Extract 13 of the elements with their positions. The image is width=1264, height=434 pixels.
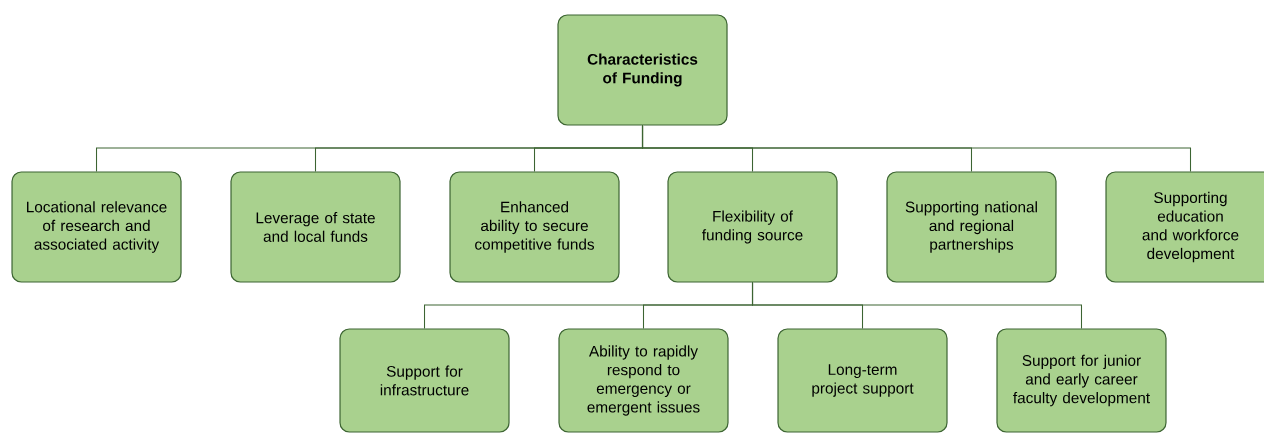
category-box: Locational relevance of research and associated activity — [11, 171, 182, 283]
category-box: Supporting education and workforce development — [1105, 171, 1264, 283]
connector — [641, 125, 1192, 172]
topic-box: Characteristics of Funding — [557, 14, 728, 126]
category-box: Supporting national and regional partnerships — [886, 171, 1057, 283]
connector — [751, 282, 1083, 329]
category-box: Long-term project support — [777, 328, 948, 433]
category-box: Flexibility of funding source — [667, 171, 838, 283]
category-box: Ability to rapidly respond to emergency or emergent issues — [558, 328, 729, 433]
category-box: Support for infrastructure — [339, 328, 510, 433]
category-box: Leverage of state and local funds — [230, 171, 401, 283]
category-box: Support for junior and early career faculty development — [996, 328, 1167, 433]
category-box: Enhanced ability to secure competitive funds — [449, 171, 620, 283]
